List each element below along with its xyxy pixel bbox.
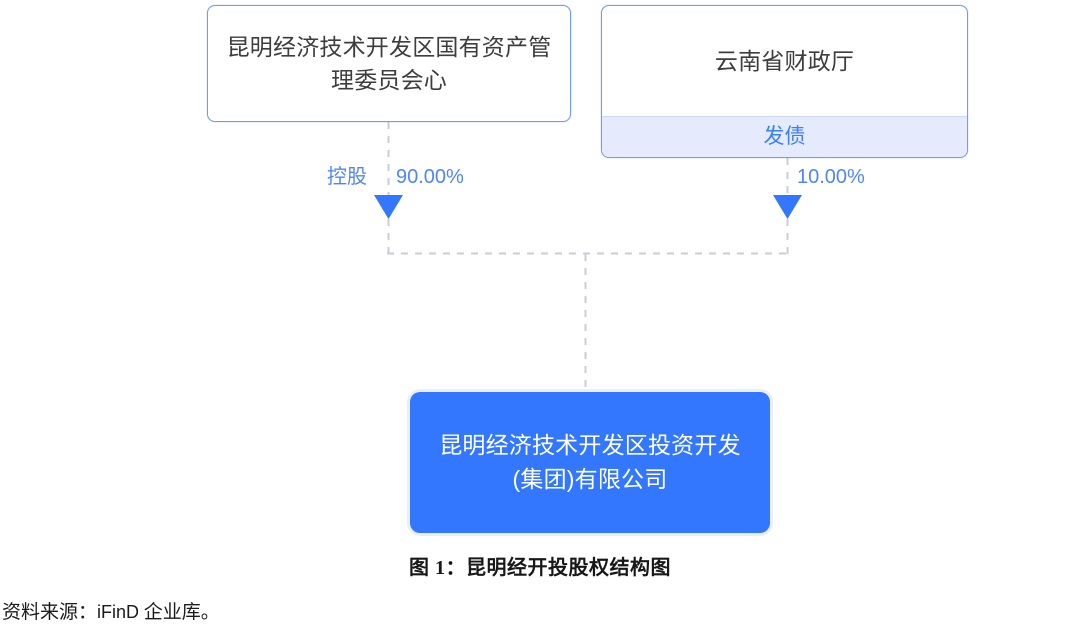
node-footer-tag: 发债 xyxy=(602,116,967,157)
figure-caption: 图 1：昆明经开投股权结构图 xyxy=(409,557,671,579)
node-subject-company[interactable]: 昆明经济技术开发区投资开发(集团)有限公司 xyxy=(410,392,770,533)
edge-arrowhead-soasac xyxy=(374,195,403,219)
node-label: 昆明经济技术开发区国有资产管理委员会心 xyxy=(226,33,552,93)
figure-source: 资料来源：iFinD 企业库。 xyxy=(2,597,220,624)
edge-label-percent-90: 90.00% xyxy=(396,166,464,188)
node-label: 云南省财政厅 xyxy=(714,47,855,74)
edge-label-relation-holding: 控股 xyxy=(327,166,367,188)
node-label: 昆明经济技术开发区投资开发(集团)有限公司 xyxy=(439,432,741,492)
edge-arrowhead-finance xyxy=(773,195,802,219)
source-suffix: 企业库。 xyxy=(139,602,220,623)
node-kunming-soasac[interactable]: 昆明经济技术开发区国有资产管理委员会心 xyxy=(207,5,571,122)
source-prefix: 资料来源： xyxy=(2,602,98,623)
node-yunnan-finance-department[interactable]: 云南省财政厅 发债 xyxy=(601,5,968,158)
edge-label-percent-10: 10.00% xyxy=(797,166,865,188)
source-provider: iFinD xyxy=(97,602,140,622)
